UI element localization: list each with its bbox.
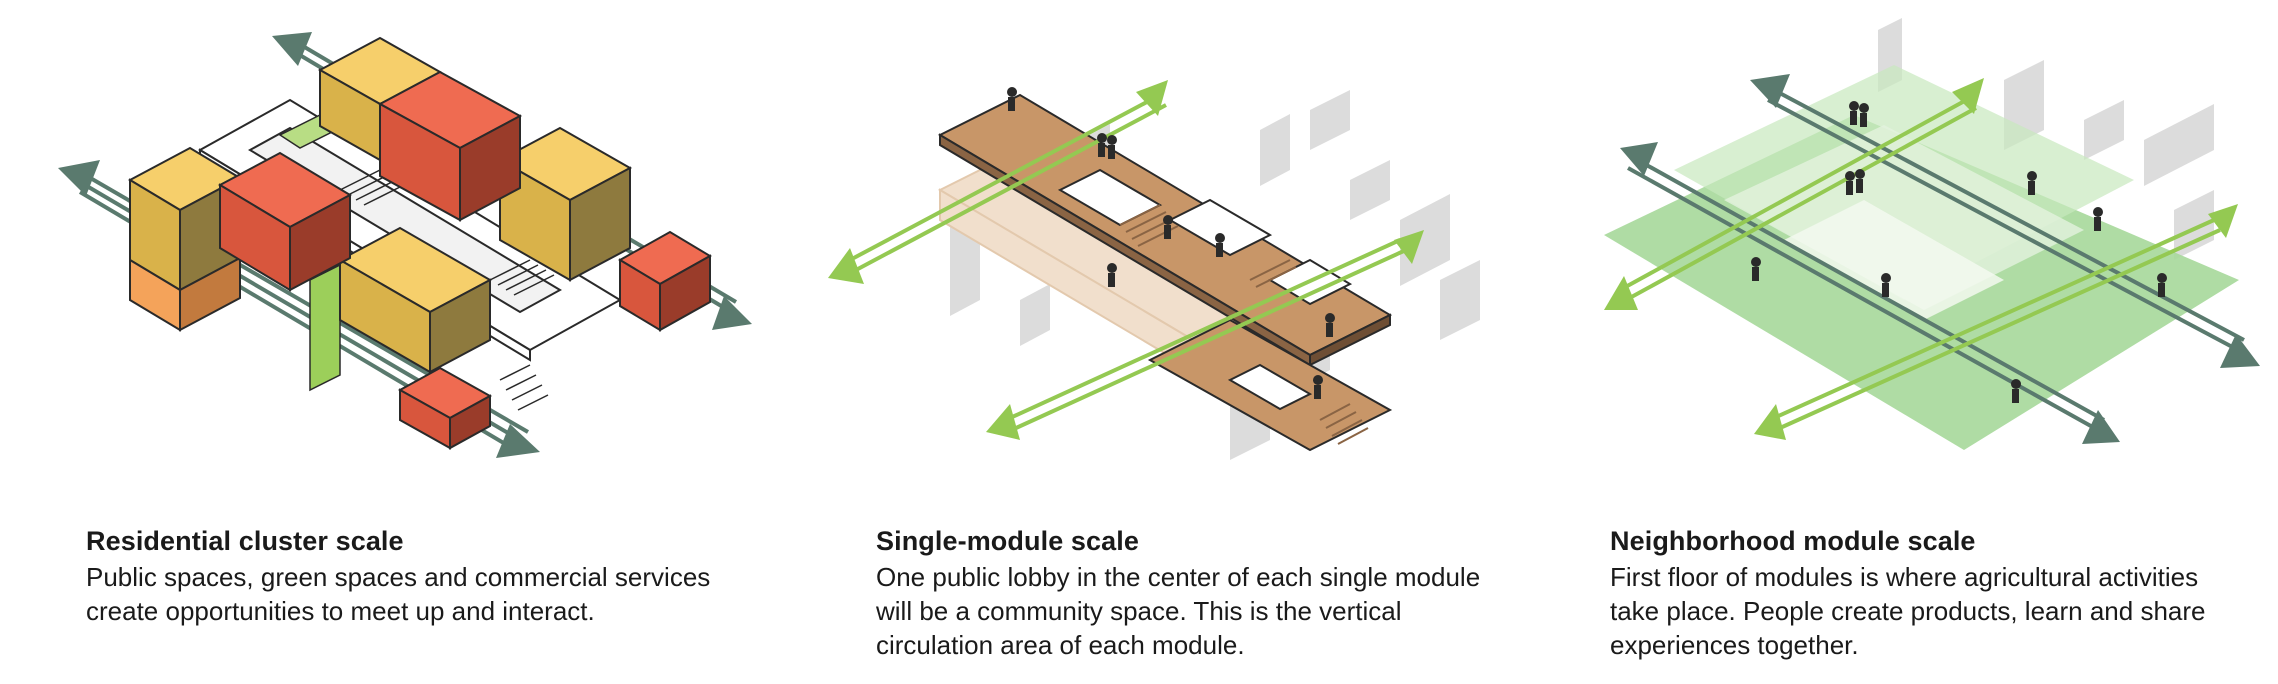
green-arrow-lower: [1009, 238, 1407, 430]
agricultural-floor: [1604, 65, 2239, 450]
green-arrowhead-lower-right: [2208, 204, 2238, 238]
caption-residential-cluster: Residential cluster scale Public spaces,…: [86, 524, 786, 628]
teal-arrowhead-lower-left: [1620, 142, 1658, 176]
description-line: experiences together.: [1610, 630, 1859, 660]
commercial-blocks-red: [217, 70, 712, 450]
green-arrowhead-lower-right: [1394, 230, 1424, 264]
description-line: circulation area of each module.: [876, 630, 1245, 660]
people-silhouettes: [1007, 87, 1335, 399]
description-line: One public lobby in the center of each s…: [876, 562, 1481, 592]
teal-arrow-upper: [1767, 88, 2245, 352]
description-line: take place. People create products, lear…: [1610, 596, 2206, 626]
description-line: First floor of modules is where agricult…: [1610, 562, 2199, 592]
teal-arrowhead-east: [712, 296, 752, 330]
single-module-diagram: [828, 80, 1480, 460]
panel-title: Residential cluster scale: [86, 526, 404, 556]
panel-title: Neighborhood module scale: [1610, 526, 1976, 556]
caption-neighborhood-module: Neighborhood module scale First floor of…: [1610, 524, 2278, 662]
green-arrow-lower: [1773, 218, 2221, 430]
teal-arrowhead-upper-right: [2220, 334, 2260, 368]
teal-arrowhead-right: [496, 424, 540, 458]
caption-single-module: Single-module scale One public lobby in …: [876, 524, 1576, 662]
community-lobby-slab: [937, 93, 1393, 452]
green-arrowhead-upper-right: [1136, 80, 1168, 116]
stair-flights: [1119, 204, 1369, 445]
panel-residential-cluster: Residential cluster scale Public spaces,…: [0, 0, 760, 684]
panel-title: Single-module scale: [876, 526, 1139, 556]
teal-arrowhead-lower-right: [2082, 410, 2120, 444]
panel-description: First floor of modules is where agricult…: [1610, 560, 2278, 662]
panel-description: Public spaces, green spaces and commerci…: [86, 560, 786, 628]
green-arrow-upper: [849, 93, 1167, 272]
green-arrowhead-upper-right: [1952, 78, 1984, 114]
teal-arrowhead-top: [272, 32, 312, 66]
teal-arrowhead-left: [58, 160, 100, 196]
green-arrowhead-upper-left: [1604, 276, 1638, 310]
description-line: create opportunities to meet up and inte…: [86, 596, 595, 626]
panel-single-module: Single-module scale One public lobby in …: [790, 0, 1550, 684]
stair-hatching: [339, 169, 555, 411]
panel-neighborhood-module: Neighborhood module scale First floor of…: [1524, 0, 2278, 684]
people-silhouettes: [1751, 101, 2167, 403]
residential-cluster-diagram: [58, 32, 752, 458]
green-arrowhead-lower-left: [1754, 404, 1786, 440]
teal-arrowhead-upper-left: [1750, 74, 1790, 108]
neighborhood-module-diagram: [1604, 18, 2260, 450]
green-arrowhead-upper-left: [828, 248, 864, 284]
green-arrowhead-lower-left: [986, 404, 1020, 440]
green-arrow-upper: [1619, 96, 1977, 302]
panel-description: One public lobby in the center of each s…: [876, 560, 1576, 662]
description-line: Public spaces, green spaces and commerci…: [86, 562, 711, 592]
description-line: will be a community space. This is the v…: [876, 596, 1402, 626]
